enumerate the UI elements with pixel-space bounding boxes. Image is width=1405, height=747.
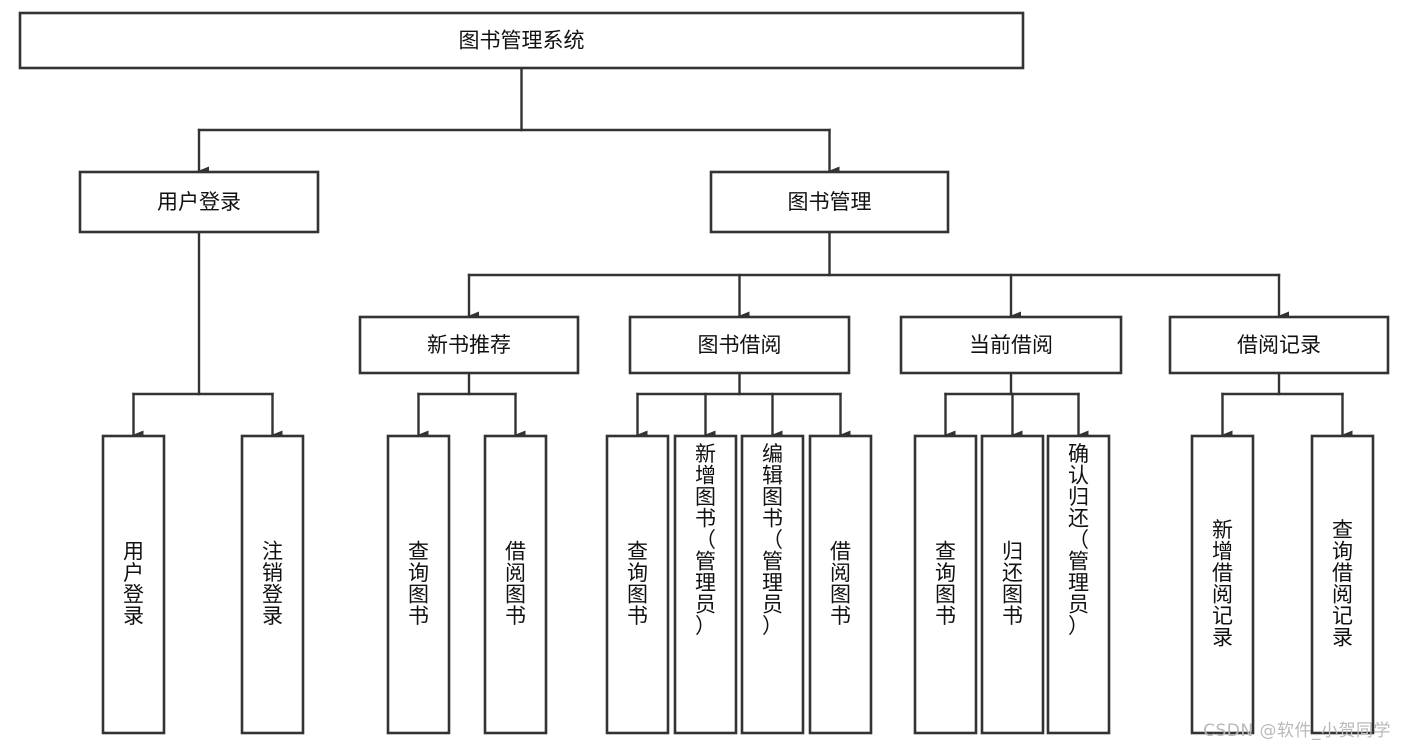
node-box-leaf-borrow-book-rec[interactable]	[483, 434, 548, 735]
node-book-manage[interactable]: 图书管理	[709, 170, 950, 234]
node-book-borrow[interactable]: 图书借阅	[628, 315, 851, 375]
node-label-new-book-recommend: 新书推荐	[427, 333, 511, 357]
edges-layer	[132, 66, 1353, 440]
node-label-root: 图书管理系统	[459, 29, 585, 53]
node-label-leaf-logout: 注销登录	[262, 539, 283, 628]
connector-userlogin-to-leaves	[132, 230, 283, 440]
node-box-leaf-query-borrow-record[interactable]	[1310, 434, 1375, 735]
node-box-leaf-user-login[interactable]	[101, 434, 166, 735]
node-leaf-edit-book-admin[interactable]: 编辑图书（管理员）	[740, 434, 805, 735]
node-label-book-borrow: 图书借阅	[698, 333, 782, 357]
node-box-leaf-edit-book-admin[interactable]	[740, 434, 805, 735]
node-label-leaf-query-book-borrow: 查询图书	[627, 539, 648, 628]
node-leaf-query-book-borrow[interactable]: 查询图书	[605, 434, 670, 735]
node-leaf-logout[interactable]: 注销登录	[240, 434, 305, 735]
node-label-borrow-record: 借阅记录	[1237, 333, 1321, 357]
node-box-leaf-query-book-rec[interactable]	[386, 434, 451, 735]
node-box-leaf-add-borrow-record[interactable]	[1190, 434, 1255, 735]
connector-bookborrow-to-leaves	[636, 371, 851, 440]
connector-borrowrecord-to-leaves	[1221, 371, 1353, 440]
node-label-user-login: 用户登录	[157, 190, 241, 214]
node-borrow-record[interactable]: 借阅记录	[1168, 315, 1390, 375]
node-box-leaf-query-book-borrow[interactable]	[605, 434, 670, 735]
node-box-root[interactable]	[18, 11, 1025, 70]
nodes-layer: 图书管理系统用户登录图书管理新书推荐图书借阅当前借阅借阅记录用户登录注销登录查询…	[18, 11, 1390, 735]
connector-root-to-level2	[197, 66, 840, 176]
node-label-leaf-borrow-book-rec: 借阅图书	[505, 539, 526, 628]
node-box-book-borrow[interactable]	[628, 315, 851, 375]
node-box-current-borrow[interactable]	[899, 315, 1123, 375]
node-leaf-query-book-current[interactable]: 查询图书	[913, 434, 978, 735]
connector-newbook-to-leaves	[417, 371, 526, 440]
connector-bookmanage-to-level3	[467, 230, 1289, 321]
node-leaf-confirm-return-admin[interactable]: 确认归还（管理员）	[1046, 434, 1111, 735]
node-leaf-add-borrow-record[interactable]: 新增借阅记录	[1190, 434, 1255, 735]
node-leaf-return-book[interactable]: 归还图书	[980, 434, 1045, 735]
node-label-leaf-borrow-book: 借阅图书	[830, 539, 851, 628]
node-label-leaf-add-book-admin: 新增图书（管理员）	[695, 442, 716, 638]
node-user-login[interactable]: 用户登录	[78, 170, 320, 234]
node-label-leaf-confirm-return-admin: 确认归还（管理员）	[1068, 442, 1089, 638]
node-box-leaf-return-book[interactable]	[980, 434, 1045, 735]
node-leaf-borrow-book[interactable]: 借阅图书	[808, 434, 873, 735]
node-leaf-query-book-rec[interactable]: 查询图书	[386, 434, 451, 735]
node-leaf-borrow-book-rec[interactable]: 借阅图书	[483, 434, 548, 735]
node-box-borrow-record[interactable]	[1168, 315, 1390, 375]
node-label-leaf-edit-book-admin: 编辑图书（管理员）	[762, 442, 783, 638]
node-new-book-recommend[interactable]: 新书推荐	[358, 315, 580, 375]
node-leaf-add-book-admin[interactable]: 新增图书（管理员）	[673, 434, 738, 735]
node-box-new-book-recommend[interactable]	[358, 315, 580, 375]
node-box-leaf-logout[interactable]	[240, 434, 305, 735]
connector-currentborrow-to-leaves	[944, 371, 1089, 440]
node-label-leaf-query-book-rec: 查询图书	[408, 539, 429, 628]
node-label-leaf-return-book: 归还图书	[1002, 539, 1023, 628]
csdn-watermark: CSDN @软件_小贺同学	[1203, 721, 1391, 741]
node-root[interactable]: 图书管理系统	[18, 11, 1025, 70]
node-label-leaf-query-borrow-record: 查询借阅记录	[1332, 518, 1353, 650]
node-label-book-manage: 图书管理	[788, 190, 872, 214]
node-current-borrow[interactable]: 当前借阅	[899, 315, 1123, 375]
node-leaf-user-login[interactable]: 用户登录	[101, 434, 166, 735]
node-box-leaf-add-book-admin[interactable]	[673, 434, 738, 735]
node-box-book-manage[interactable]	[709, 170, 950, 234]
node-label-leaf-query-book-current: 查询图书	[935, 539, 956, 628]
node-box-leaf-query-book-current[interactable]	[913, 434, 978, 735]
node-label-leaf-add-borrow-record: 新增借阅记录	[1212, 518, 1233, 650]
node-box-leaf-borrow-book[interactable]	[808, 434, 873, 735]
node-box-leaf-confirm-return-admin[interactable]	[1046, 434, 1111, 735]
node-leaf-query-borrow-record[interactable]: 查询借阅记录	[1310, 434, 1375, 735]
node-box-user-login[interactable]	[78, 170, 320, 234]
node-label-leaf-user-login: 用户登录	[123, 539, 144, 628]
node-label-current-borrow: 当前借阅	[969, 333, 1053, 357]
